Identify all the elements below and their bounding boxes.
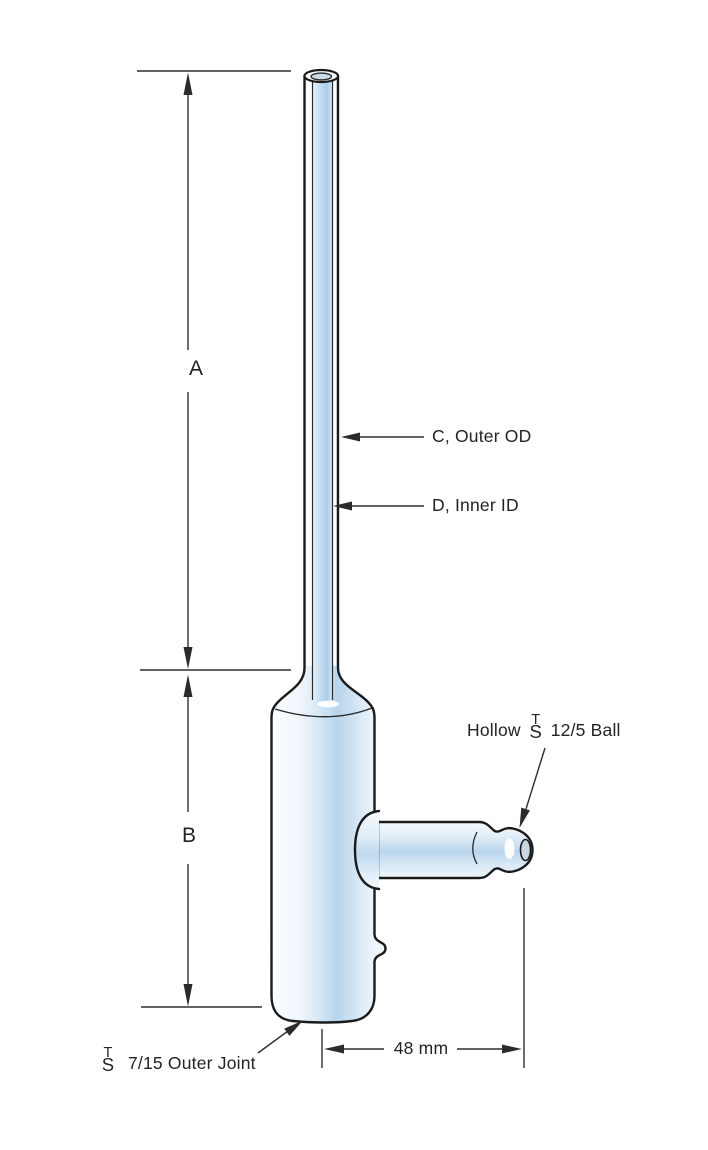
arrow-48-left: [324, 1044, 344, 1054]
ball-highlight: [504, 838, 515, 859]
dimension-label-48mm: 48 mm: [393, 1038, 449, 1058]
arrow-a-up: [183, 72, 193, 95]
arrow-b-down: [183, 984, 193, 1007]
arrow-b-up: [183, 674, 193, 697]
arrow-inner-id: [333, 501, 352, 511]
side-arm: [376, 820, 534, 880]
body-outline-left: [270, 74, 387, 1024]
callout-inner-id: D, Inner ID: [432, 495, 519, 515]
ball-opening: [519, 838, 532, 862]
body-highlight: [317, 700, 339, 708]
dimension-label-b: B: [181, 824, 196, 847]
arrow-ball: [519, 807, 530, 828]
dimension-label-a: A: [188, 357, 203, 380]
st-joint-icon-scurve: S: [529, 721, 542, 742]
tube-bore-lines: [311, 80, 334, 700]
arrowheads-group: [183, 72, 530, 1054]
dimension-lines-group: [137, 70, 546, 1068]
tube-bore: [312, 79, 333, 703]
st-joint-icon-tbar: T: [531, 712, 541, 728]
leader-joint: [257, 1030, 289, 1054]
leader-ball: [525, 747, 546, 810]
arrow-48-right: [502, 1044, 522, 1054]
side-arm-inner-arc: [472, 831, 478, 865]
ball-size-label: 12/5 Ball: [550, 720, 621, 740]
body-outline-right: [336, 74, 376, 812]
arrow-a-down: [183, 647, 193, 669]
callout-outer-od: C, Outer OD: [432, 426, 532, 446]
st-joint-icon-tbar: T: [103, 1045, 113, 1061]
side-arm-collar-outline: [353, 809, 381, 891]
arrow-joint: [284, 1020, 303, 1036]
glassware-outline-group: [270, 68, 534, 1024]
hollow-label: Hollow: [467, 720, 521, 740]
side-arm-collar-fill: [355, 811, 379, 889]
st-joint-icon-scurve: S: [101, 1054, 115, 1075]
body-seam-line: [274, 707, 373, 718]
joint-size-label: 7/15 Outer Joint: [128, 1053, 256, 1073]
arrow-outer-od: [341, 432, 360, 442]
tube-mouth-inner: [310, 72, 333, 81]
